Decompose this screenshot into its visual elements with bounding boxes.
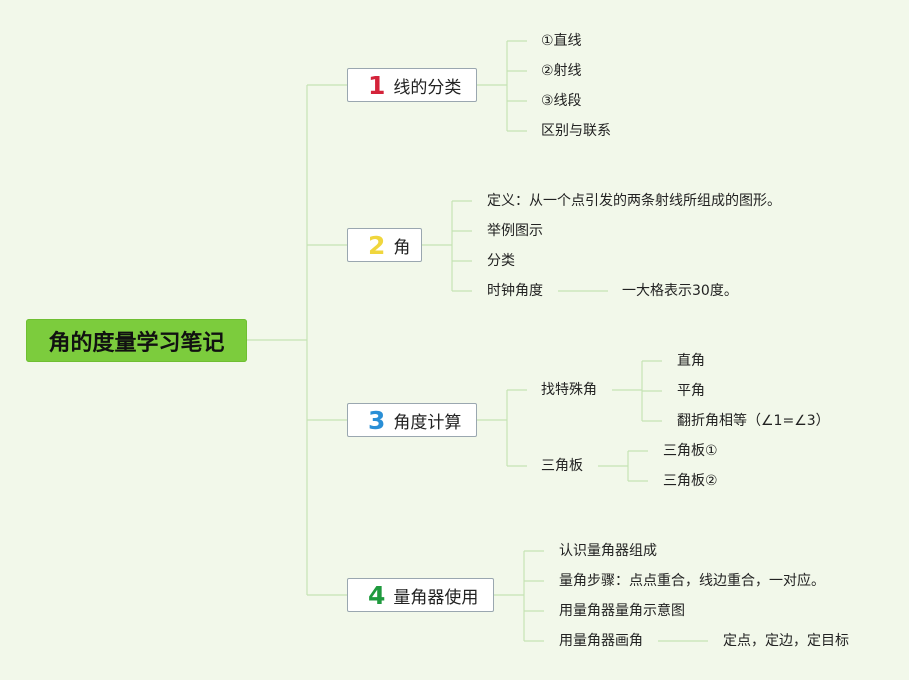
branch-number-3: 3 — [368, 405, 386, 435]
branch-protractor-use[interactable]: 4 量角器使用 — [347, 578, 494, 612]
leaf-measuring-steps[interactable]: 量角步骤：点点重合，线边重合，一对应。 — [559, 573, 825, 589]
branch-label: 线的分类 — [393, 77, 462, 98]
leaf-drawing-angle[interactable]: 用量角器画角 — [559, 633, 643, 649]
branch-label: 角 — [393, 237, 411, 258]
leaf-set-square[interactable]: 三角板 — [541, 458, 583, 474]
leaf-drawing-detail[interactable]: 定点，定边，定目标 — [723, 633, 849, 649]
branch-number-1: 1 — [368, 70, 386, 100]
leaf-segment[interactable]: ③线段 — [541, 93, 582, 109]
branch-number-2: 2 — [368, 230, 386, 260]
branch-angle[interactable]: 2 角 — [347, 228, 422, 262]
leaf-straight-angle[interactable]: 平角 — [677, 383, 705, 399]
leaf-straight-line[interactable]: ①直线 — [541, 33, 582, 49]
leaf-clock-angle[interactable]: 时钟角度 — [487, 283, 543, 299]
leaf-clock-detail[interactable]: 一大格表示30度。 — [622, 283, 738, 299]
leaf-measuring-diagram[interactable]: 用量角器量角示意图 — [559, 603, 685, 619]
branch-label: 量角器使用 — [393, 587, 479, 608]
branch-line-types[interactable]: 1 线的分类 — [347, 68, 477, 102]
leaf-classification[interactable]: 分类 — [487, 253, 515, 269]
leaf-special-angle[interactable]: 找特殊角 — [541, 382, 597, 398]
leaf-example[interactable]: 举例图示 — [487, 223, 543, 239]
root-topic[interactable]: 角的度量学习笔记 — [26, 319, 247, 362]
leaf-ray[interactable]: ②射线 — [541, 63, 582, 79]
leaf-set-square-2[interactable]: 三角板② — [663, 473, 718, 489]
leaf-definition[interactable]: 定义：从一个点引发的两条射线所组成的图形。 — [487, 193, 781, 209]
leaf-protractor-parts[interactable]: 认识量角器组成 — [559, 543, 657, 559]
branch-number-4: 4 — [368, 580, 386, 610]
root-title: 角的度量学习笔记 — [48, 330, 225, 356]
leaf-right-angle[interactable]: 直角 — [677, 353, 705, 369]
branch-label: 角度计算 — [393, 412, 462, 433]
leaf-difference[interactable]: 区别与联系 — [541, 123, 611, 139]
leaf-folded-angle[interactable]: 翻折角相等（∠1=∠3） — [677, 413, 830, 429]
leaf-set-square-1[interactable]: 三角板① — [663, 443, 718, 459]
branch-angle-calculation[interactable]: 3 角度计算 — [347, 403, 477, 437]
